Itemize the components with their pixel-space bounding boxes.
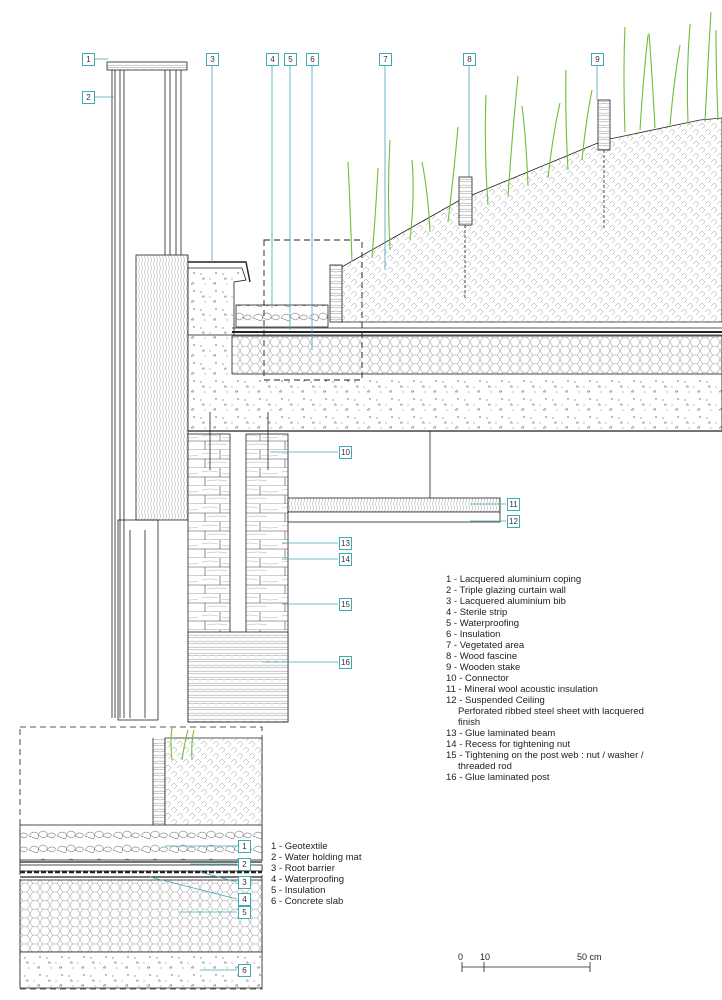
vegetated-area xyxy=(329,99,722,323)
main_legend-item-2: 2 - Triple glazing curtain wall xyxy=(446,585,566,596)
top-tag-label: 5 xyxy=(288,55,293,64)
main_legend-item-16: 16 - Glue laminated post xyxy=(446,772,550,783)
main_legend-item-3: 3 - Lacquered aluminium bib xyxy=(446,596,566,607)
detail_legend-item-1: 1 - Geotextile xyxy=(271,841,328,852)
right-tag-15: 15 xyxy=(339,598,352,611)
top-tag-label: 6 xyxy=(310,55,315,64)
main_legend-item-8: 8 - Wood fascine xyxy=(446,651,518,662)
detail-tag-label: 1 xyxy=(242,842,247,851)
top-tag-label: 1 xyxy=(86,55,91,64)
main_legend-item-1: 1 - Lacquered aluminium coping xyxy=(446,574,582,585)
main_legend-item-7: 7 - Vegetated area xyxy=(446,640,525,651)
top-tag-4: 4 xyxy=(266,53,279,66)
suspended-ceiling xyxy=(287,431,501,523)
detail_legend-item-4: 4 - Waterproofing xyxy=(271,874,345,885)
right-tag-16: 16 xyxy=(339,656,352,669)
right-tag-11: 11 xyxy=(507,498,520,511)
top-tag-label: 9 xyxy=(595,55,600,64)
top-tag-5: 5 xyxy=(284,53,297,66)
detail-tag-1: 1 xyxy=(238,840,251,853)
top-tag-label: 4 xyxy=(270,55,275,64)
top-tag-7: 7 xyxy=(379,53,392,66)
right-tag-label: 15 xyxy=(341,600,350,609)
top-tag-label: 7 xyxy=(383,55,388,64)
main_legend-item-13: 13 - Glue laminated beam xyxy=(446,728,556,739)
detail-tag-label: 6 xyxy=(242,966,247,975)
top-tag-label: 2 xyxy=(86,93,91,102)
right-tag-label: 12 xyxy=(509,517,518,526)
roof-slab xyxy=(187,304,722,432)
detail-grass xyxy=(170,727,195,761)
right-tag-label: 13 xyxy=(341,539,350,548)
leader-line xyxy=(199,871,238,883)
right-tag-label: 14 xyxy=(341,555,350,564)
top-tag-label: 8 xyxy=(467,55,472,64)
right-tag-10: 10 xyxy=(339,446,352,459)
top-tag-1: 1 xyxy=(82,53,95,66)
right-tag-label: 16 xyxy=(341,658,350,667)
detail_legend-item-2: 2 - Water holding mat xyxy=(271,852,362,863)
main_legend-item-14: 14 - Recess for tightening nut xyxy=(446,739,571,750)
detail-tag-2: 2 xyxy=(238,858,251,871)
detail-tag-4: 4 xyxy=(238,893,251,906)
right-tag-label: 10 xyxy=(341,448,350,457)
detail_legend-item-5: 5 - Insulation xyxy=(271,885,326,896)
dashed-callout-box xyxy=(263,239,363,381)
detail-tag-label: 5 xyxy=(242,908,247,917)
detail-tag-6: 6 xyxy=(238,964,251,977)
main_legend-item-15: 15 - Tightening on the post web : nut / … xyxy=(446,750,644,761)
detail_legend-item-3: 3 - Root barrier xyxy=(271,863,335,874)
grass xyxy=(347,11,719,263)
scale-bar: 0 10 50 cm xyxy=(458,952,602,972)
top-tag-label: 3 xyxy=(210,55,215,64)
detail_legend-item-6: 6 - Concrete slab xyxy=(271,896,344,907)
scale-label-50cm: 50 cm xyxy=(577,952,602,962)
detail-view xyxy=(19,726,263,990)
right-tag-13: 13 xyxy=(339,537,352,550)
main_legend-item-12-detail: finish xyxy=(458,717,481,728)
top-tag-3: 3 xyxy=(206,53,219,66)
main_legend-item-11: 11 - Mineral wool acoustic insulation xyxy=(446,684,598,695)
glulam-beams xyxy=(187,412,289,723)
detail-tag-label: 3 xyxy=(242,878,247,887)
detail-tag-label: 2 xyxy=(242,860,247,869)
main_legend-item-5: 5 - Waterproofing xyxy=(446,618,520,629)
detail-tag-5: 5 xyxy=(238,906,251,919)
main_legend-item-12: 12 - Suspended Ceiling xyxy=(446,695,545,706)
right-tag-14: 14 xyxy=(339,553,352,566)
right-tag-label: 11 xyxy=(509,500,518,509)
scale-label-0: 0 xyxy=(458,952,463,962)
main_legend-item-9: 9 - Wooden stake xyxy=(446,662,521,673)
main_legend-item-15-detail: threaded rod xyxy=(458,761,512,772)
top-tag-6: 6 xyxy=(306,53,319,66)
coping-parapet xyxy=(187,261,251,341)
scale-label-10: 10 xyxy=(480,952,490,962)
leader-lines xyxy=(95,58,598,971)
main_legend-item-12-detail: Perforated ribbed steel sheet with lacqu… xyxy=(458,706,644,717)
main_legend-item-6: 6 - Insulation xyxy=(446,629,501,640)
right-tag-12: 12 xyxy=(507,515,520,528)
leader-line xyxy=(149,876,238,900)
curtain-wall xyxy=(106,61,189,721)
main_legend-item-10: 10 - Connector xyxy=(446,673,509,684)
detail-tag-label: 4 xyxy=(242,895,247,904)
detail-tag-3: 3 xyxy=(238,876,251,889)
top-tag-8: 8 xyxy=(463,53,476,66)
top-tag-2: 2 xyxy=(82,91,95,104)
main_legend-item-4: 4 - Sterile strip xyxy=(446,607,508,618)
top-tag-9: 9 xyxy=(591,53,604,66)
